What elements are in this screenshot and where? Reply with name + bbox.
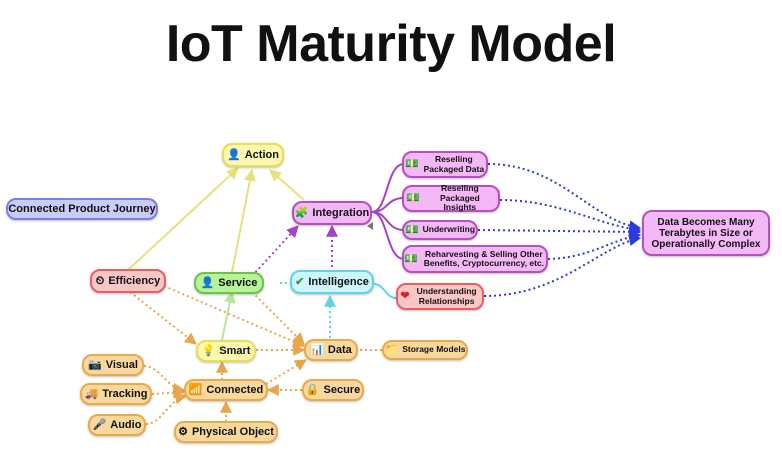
folder-icon: 📁 — [384, 343, 399, 356]
edge-reharvesting-terabytes — [547, 230, 642, 260]
node-intelligence[interactable]: ✔ Intelligence — [290, 270, 374, 294]
microphone-icon: 🎤 — [92, 418, 107, 431]
node-underwriting[interactable]: 💵 Underwriting — [402, 220, 478, 240]
node-connected[interactable]: 📶 Connected — [184, 379, 268, 401]
node-storage-models[interactable]: 📁 Storage Models — [382, 340, 468, 360]
edge-underwriting-terabytes — [477, 225, 642, 238]
lightbulb-icon: 💡 — [201, 344, 216, 357]
edge-integration-action — [269, 169, 305, 201]
node-reharvesting[interactable]: 💵 Reharvesting & Selling Other Benefits,… — [402, 245, 548, 273]
edge-tracking-connected — [151, 386, 186, 399]
heart-icon: ❤ — [400, 290, 410, 302]
node-action[interactable]: 👤 Action — [222, 143, 284, 167]
puzzle-icon: 🧩 — [294, 206, 309, 219]
page-title: IoT Maturity Model — [165, 15, 617, 73]
edge-audio-connected — [145, 392, 188, 425]
person-icon: 👤 — [227, 148, 241, 161]
collapse-handle — [367, 222, 373, 230]
node-service[interactable]: 👤 Service — [194, 272, 264, 294]
edge-service-action — [231, 168, 256, 273]
node-smart[interactable]: 💡 Smart — [196, 340, 256, 362]
truck-icon: 🚚 — [84, 387, 99, 400]
edge-integration-reharvesting — [371, 211, 405, 260]
check-icon: ✔ — [295, 275, 305, 288]
node-understanding-relationships[interactable]: ❤ Understanding Relationships — [396, 283, 484, 310]
node-secure[interactable]: 🔒 Secure — [302, 379, 364, 401]
node-physical-object[interactable]: ⚙ Physical Object — [174, 421, 278, 443]
node-integration[interactable]: 🧩 Integration — [292, 201, 372, 225]
edge-reselling-data-terabytes — [487, 163, 642, 233]
edge-intelligence-understanding — [373, 283, 397, 299]
edge-reselling-insights-terabytes — [499, 199, 642, 235]
node-connected-product-journey[interactable]: Connected Product Journey — [6, 198, 158, 220]
node-reselling-packaged-insights[interactable]: 💵 Reselling Packaged Insights — [402, 184, 500, 212]
node-reselling-packaged-data[interactable]: 💵 Reselling Packaged Data — [402, 151, 488, 178]
money-icon: 💵 — [404, 223, 419, 236]
money-icon: 💵 — [405, 158, 419, 170]
bar-chart-icon: 📊 — [310, 343, 324, 356]
edge-efficiency-data — [163, 285, 306, 348]
gauge-icon: ⏲ — [95, 274, 105, 287]
node-efficiency[interactable]: ⏲ Efficiency — [90, 269, 166, 293]
node-audio[interactable]: 🎤 Audio — [88, 414, 146, 436]
node-data[interactable]: 📊 Data — [304, 339, 358, 361]
lock-icon: 🔒 — [305, 383, 320, 396]
node-tracking[interactable]: 🚚 Tracking — [80, 383, 152, 405]
edge-efficiency-smart — [129, 291, 197, 345]
camera-icon: 📷 — [88, 358, 102, 371]
gear-icon: ⚙ — [178, 425, 188, 438]
edge-service-data — [251, 291, 305, 345]
edge-efficiency-action — [127, 167, 239, 271]
edge-service-integration — [251, 225, 299, 277]
node-visual[interactable]: 📷 Visual — [82, 354, 144, 376]
money-icon: 💵 — [404, 252, 418, 265]
edge-connected-data — [265, 359, 308, 385]
person-icon: 👤 — [200, 276, 215, 289]
money-icon: 💵 — [406, 192, 420, 204]
wifi-icon: 📶 — [188, 383, 203, 396]
edge-understanding-terabytes — [483, 234, 642, 297]
edge-smart-service — [221, 290, 236, 341]
node-terabytes[interactable]: Data Becomes Many Terabytes in Size or O… — [642, 210, 770, 256]
